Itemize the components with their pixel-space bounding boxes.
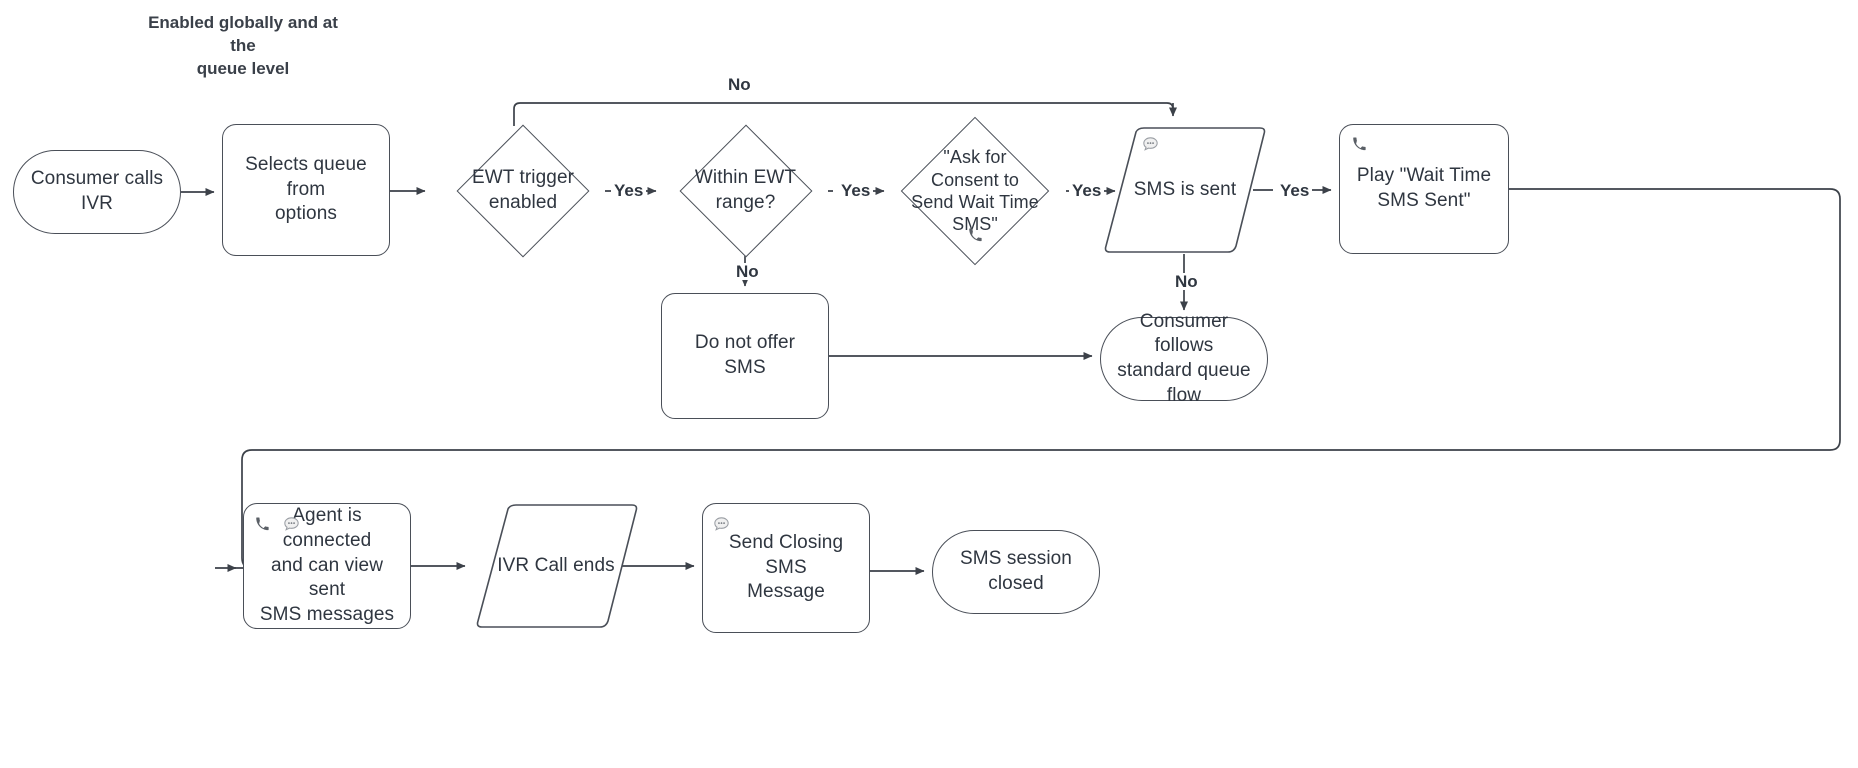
consumer-follows-standard-queue-flow-node[interactable]: Consumer follows standard queue flow (1100, 311, 1268, 406)
node-label: Agent is connected and can view sent SMS… (259, 505, 395, 626)
node-label: Consumer calls IVR (30, 168, 164, 214)
node-label: Selects queue from options (245, 153, 367, 225)
phone-icon (968, 228, 983, 248)
node-label: Do not offer SMS (694, 332, 796, 378)
play-wait-time-sms-sent-node[interactable]: Play "Wait Time SMS Sent" (1339, 124, 1509, 254)
node-label: "Ask for Consent to Send Wait Time SMS" (911, 147, 1039, 235)
edge-label-yes-consent: Yes (1069, 182, 1105, 199)
phone-icon (1352, 137, 1367, 157)
agent-is-connected-node[interactable]: Agent is connected and can view sent SMS… (243, 503, 411, 629)
node-label: IVR Call ends (497, 554, 615, 576)
node-icon-group (1142, 136, 1159, 158)
edge-label-yes-range: Yes (838, 182, 874, 199)
ask-for-consent-decision[interactable]: "Ask for Consent to Send Wait Time SMS" (880, 116, 1070, 266)
edge-label-yes-sms-sent: Yes (1277, 182, 1313, 199)
phone-icon (255, 517, 270, 537)
node-label: Send Closing SMS Message (728, 531, 844, 603)
diagram-title: Enabled globally and at the queue level (148, 13, 338, 78)
parallelogram-outline (1100, 126, 1270, 254)
node-icon-group (1352, 137, 1367, 157)
chat-bubble-icon (283, 516, 300, 538)
node-label: Within EWT range? (694, 167, 797, 213)
parallelogram-outline (472, 503, 640, 629)
chat-bubble-icon (713, 516, 730, 538)
selects-queue-node[interactable]: Selects queue from options (222, 124, 390, 256)
node-label: Play "Wait Time SMS Sent" (1356, 165, 1492, 211)
chat-bubble-icon (1142, 136, 1159, 158)
within-ewt-range-decision[interactable]: Within EWT range? (663, 124, 828, 258)
node-label: SMS is sent (1133, 178, 1237, 200)
ivr-call-ends-node[interactable]: IVR Call ends (472, 503, 640, 629)
node-icon-group (968, 228, 983, 248)
edge-label-no-range: No (733, 263, 762, 280)
ewt-trigger-enabled-decision[interactable]: EWT trigger enabled (433, 124, 613, 258)
node-icon-group (255, 516, 300, 538)
node-icon-group (713, 516, 730, 538)
do-not-offer-sms-node[interactable]: Do not offer SMS (661, 293, 829, 419)
edge-label-no-sms-sent: No (1172, 273, 1201, 290)
edge-label-no-top-loop: No (725, 76, 754, 93)
sms-session-closed-node[interactable]: SMS session closed (932, 530, 1100, 614)
consumer-calls-ivr-node[interactable]: Consumer calls IVR (13, 150, 181, 234)
sms-is-sent-node[interactable]: SMS is sent (1100, 126, 1270, 254)
send-closing-sms-message-node[interactable]: Send Closing SMS Message (702, 503, 870, 633)
edge-label-yes-trigger: Yes (611, 182, 647, 199)
node-label: SMS session closed (960, 548, 1072, 594)
node-label: Consumer follows standard queue flow (1117, 310, 1251, 406)
node-label: EWT trigger enabled (471, 167, 575, 213)
edge-ewt-trigger-no-to-consent (513, 102, 1174, 126)
